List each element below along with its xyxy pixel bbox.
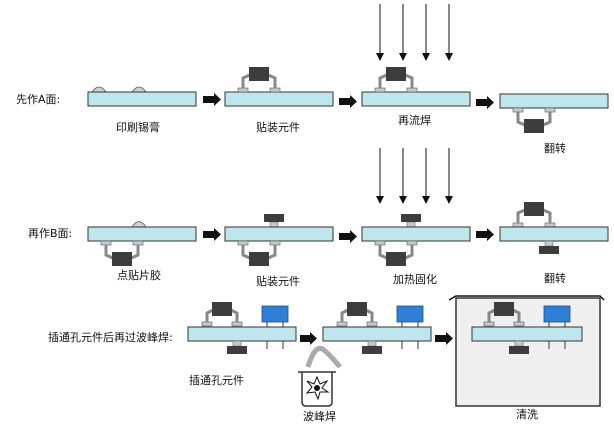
- row-b-label: 再作B面:: [28, 227, 72, 240]
- c-arrow-1: [300, 335, 312, 342]
- b-arrow-3: [476, 231, 490, 238]
- wave-solder-pot: [298, 345, 342, 407]
- a-step3-heat-arrows: [376, 4, 453, 61]
- b-arrow-1: [203, 231, 217, 238]
- c-step2-board: [322, 302, 432, 354]
- c-step1-board: [187, 302, 297, 354]
- row-a-label: 先作A面:: [16, 93, 60, 106]
- a-step3-label: 再流焊: [398, 113, 431, 127]
- a-step2-board: [224, 67, 334, 107]
- a-step4-board: [499, 93, 609, 133]
- a-arrow-3: [476, 99, 490, 106]
- a-arrow-1: [203, 96, 217, 103]
- b-step4-board: [499, 202, 609, 254]
- c-step3-label: 清洗: [516, 408, 538, 421]
- c-arrow-2: [435, 335, 449, 342]
- a-step3-board: [361, 67, 471, 107]
- b-step2-label: 贴装元件: [256, 274, 300, 288]
- a-step1-label: 印刷锡膏: [116, 120, 160, 134]
- c-step3-board: [471, 302, 583, 354]
- row-c-label: 插通孔元件后再过波峰焊:: [48, 330, 173, 344]
- c-step1-label: 插通孔元件: [189, 373, 244, 387]
- a-step4-label: 翻转: [544, 141, 566, 155]
- b-step3-board: [361, 214, 471, 266]
- a-step2-label: 贴装元件: [256, 120, 300, 134]
- b-step2-board: [224, 214, 334, 266]
- b-step1-label: 点贴片胶: [117, 268, 161, 282]
- a-arrow-2: [339, 98, 353, 105]
- b-arrow-2: [339, 233, 353, 240]
- b-step4-label: 翻转: [544, 271, 566, 285]
- c-step2-label: 波峰焊: [303, 409, 336, 423]
- a-step1-board: [87, 86, 197, 107]
- b-step3-heat-arrows: [376, 148, 453, 204]
- b-step3-label: 加热固化: [393, 272, 437, 286]
- b-step1-board: [87, 221, 197, 266]
